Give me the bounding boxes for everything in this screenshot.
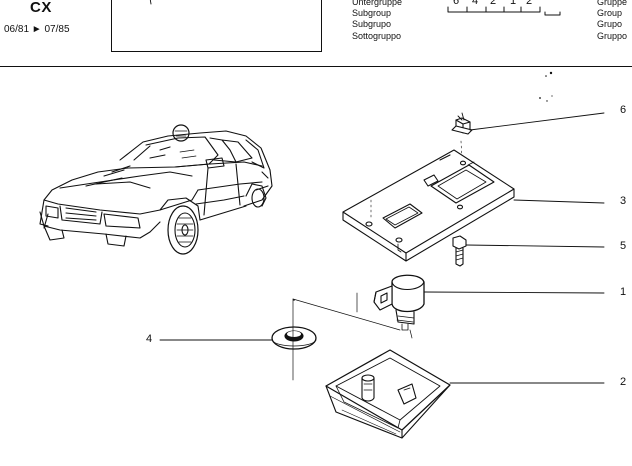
subgroup-label-en: Subgroup (352, 8, 392, 19)
group-label-es: Grupo (597, 19, 623, 30)
assembly-line (460, 140, 463, 163)
production-period: 06/81 ► 07/85 (4, 24, 70, 35)
leader-lines (159, 112, 605, 384)
subgroup-code-digit: 1 (510, 0, 517, 7)
part-mounting-plate-3 (342, 149, 515, 262)
part-screw-5 (452, 235, 467, 267)
callout-2: 2 (620, 376, 627, 388)
model-name: CX (30, 0, 52, 16)
group-labels: Gruppe Group Grupo Gruppo (597, 0, 627, 42)
subgroup-label-de: Untergruppe (352, 0, 403, 7)
callout-3: 3 (620, 195, 627, 207)
subgroup-label-it: Sottogruppo (352, 30, 402, 41)
group-label-it: Gruppo (597, 30, 628, 41)
car-illustration (39, 124, 273, 255)
title-box (111, 0, 322, 52)
callout-4: 4 (146, 333, 153, 345)
callout-1: 1 (620, 286, 627, 298)
subgroup-code-boxes (149, 0, 561, 16)
group-label-de: Gruppe (597, 0, 628, 7)
speck-marks (293, 71, 553, 301)
part-lamp-holder-1 (373, 274, 425, 331)
subgroup-labels: Untergruppe Subgroup Subgrupo Sottogrupp… (352, 0, 402, 42)
callout-6: 6 (620, 104, 627, 116)
part-lens-housing-2 (325, 349, 451, 439)
callout-5: 5 (620, 240, 627, 252)
group-label-en: Group (597, 8, 623, 19)
header-divider (0, 66, 632, 67)
subgroup-code-digit: 2 (526, 0, 533, 7)
subgroup-code-digit: 2 (490, 0, 497, 7)
construction-lines (292, 292, 413, 381)
part-washer-4 (271, 326, 317, 350)
subgroup-code-digit: 6 (453, 0, 460, 7)
part-screw-6 (451, 112, 473, 135)
subgroup-code-digit: 4 (472, 0, 479, 7)
subgroup-label-es: Subgrupo (352, 19, 392, 30)
